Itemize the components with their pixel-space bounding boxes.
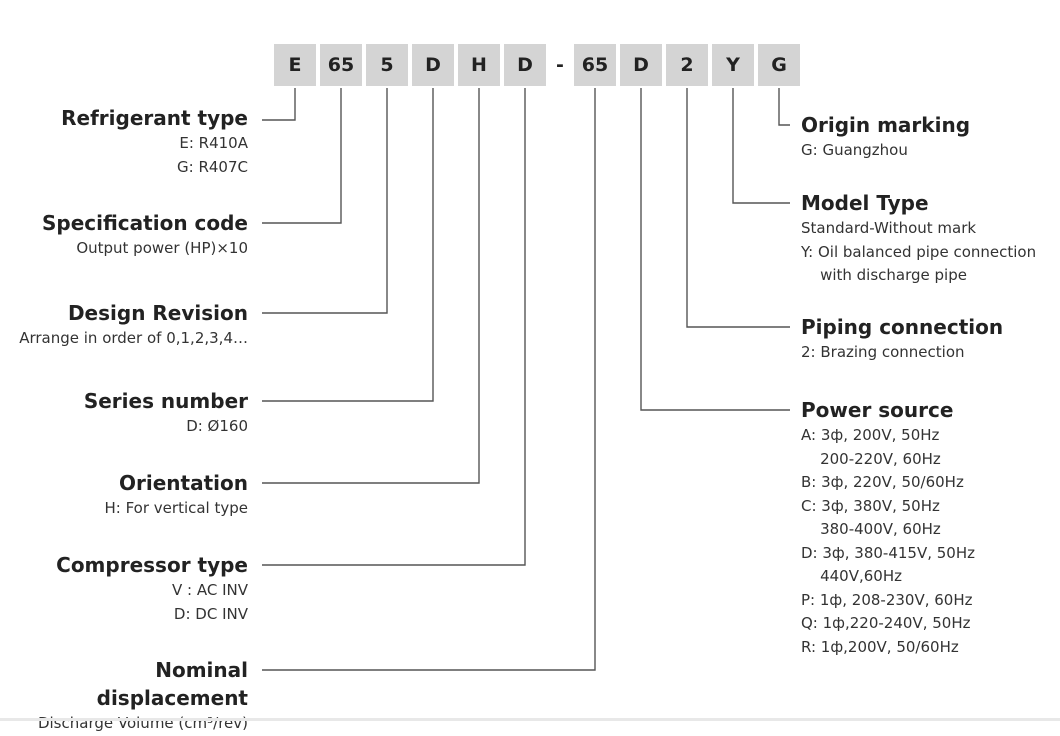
power-source-desc-10: R: 1ф,200V, 50/60Hz <box>801 637 959 656</box>
refrigerant-type-title: Refrigerant type <box>61 106 248 130</box>
power-source-desc-6: D: 3ф, 380-415V, 50Hz <box>801 543 975 562</box>
label-design-revision: Design Revision Arrange in order of 0,1,… <box>19 299 248 351</box>
connector-refrigerant <box>262 88 296 121</box>
power-source-desc-8: P: 1ф, 208-230V, 60Hz <box>801 590 973 609</box>
model-type-title: Model Type <box>801 191 929 215</box>
connector-displacement <box>262 88 596 671</box>
power-source-title: Power source <box>801 398 954 422</box>
label-specification-code: Specification code Output power (HP)×10 <box>42 209 248 261</box>
piping-connection-title: Piping connection <box>801 315 1004 339</box>
label-series-number: Series number D: Ø160 <box>84 387 248 439</box>
code-box-d-power: D <box>620 44 662 86</box>
model-type-desc-3: with discharge pipe <box>801 266 967 284</box>
series-number-title: Series number <box>83 389 248 413</box>
code-box-e: E <box>274 44 316 86</box>
connector-orientation <box>262 88 480 484</box>
connector-model-type <box>732 88 790 204</box>
connector-power <box>640 88 790 411</box>
specification-code-title: Specification code <box>41 211 248 235</box>
power-source-desc-9: Q: 1ф,220-240V, 50Hz <box>801 614 971 632</box>
connector-piping <box>686 88 790 328</box>
power-source-desc-1: A: 3ф, 200V, 50Hz <box>801 426 940 444</box>
orientation-title: Orientation <box>119 471 248 495</box>
bottom-divider <box>0 718 1060 721</box>
power-source-desc-5: 380-400V, 60Hz <box>801 520 941 538</box>
origin-marking-desc: G: Guangzhou <box>801 141 908 159</box>
piping-connection-desc: 2: Brazing connection <box>801 343 965 361</box>
label-refrigerant-type: Refrigerant type E: R410A G: R407C <box>61 104 248 179</box>
label-origin-marking: Origin marking G: Guangzhou <box>801 111 970 163</box>
series-number-desc: D: Ø160 <box>186 417 248 435</box>
label-piping-connection: Piping connection 2: Brazing connection <box>801 313 1003 365</box>
refrigerant-type-desc-1: E: R410A <box>179 134 248 152</box>
code-dash: - <box>556 54 564 76</box>
code-box-65-displacement: 65 <box>574 44 616 86</box>
design-revision-title: Design Revision <box>67 301 248 325</box>
code-box-d-compressor: D <box>504 44 546 86</box>
connector-compressor <box>262 88 526 566</box>
compressor-type-desc-1: V : AC INV <box>172 581 248 599</box>
code-box-y: Y <box>712 44 754 86</box>
code-box-65: 65 <box>320 44 362 86</box>
compressor-type-title: Compressor type <box>56 553 248 577</box>
code-box-d-series: D <box>412 44 454 86</box>
nominal-displacement-desc: Discharge Volume (cm³/rev) <box>37 714 248 732</box>
connector-specification <box>262 88 342 224</box>
connector-design-revision <box>262 88 388 314</box>
model-type-desc-1: Standard-Without mark <box>801 219 977 237</box>
power-source-desc-4: C: 3ф, 380V, 50Hz <box>801 496 940 515</box>
orientation-desc: H: For vertical type <box>104 499 248 517</box>
connector-lines <box>262 88 790 671</box>
power-source-desc-3: B: 3ф, 220V, 50/60Hz <box>801 473 964 491</box>
specification-code-desc: Output power (HP)×10 <box>76 239 248 257</box>
code-box-g: G <box>758 44 800 86</box>
compressor-type-desc-2: D: DC INV <box>173 604 248 623</box>
power-source-desc-2: 200-220V, 60Hz <box>801 449 941 468</box>
nominal-displacement-title: Nominal displacement <box>96 658 248 710</box>
connector-origin <box>778 88 790 126</box>
origin-marking-title: Origin marking <box>801 113 971 137</box>
refrigerant-type-desc-2: G: R407C <box>177 157 248 176</box>
model-code-row: E 65 5 D H D - 65 D 2 Y G <box>0 44 1060 86</box>
code-box-5: 5 <box>366 44 408 86</box>
code-box-2: 2 <box>666 44 708 86</box>
label-compressor-type: Compressor type V : AC INV D: DC INV <box>56 551 248 626</box>
code-box-h: H <box>458 44 500 86</box>
design-revision-desc: Arrange in order of 0,1,2,3,4… <box>19 329 248 347</box>
label-nominal-displacement: Nominal displacement Discharge Volume (c… <box>0 656 248 736</box>
label-model-type: Model Type Standard-Without mark Y: Oil … <box>801 189 1036 288</box>
label-power-source: Power source A: 3ф, 200V, 50Hz 200-220V,… <box>801 396 975 659</box>
connector-series <box>262 88 434 402</box>
label-orientation: Orientation H: For vertical type <box>104 469 248 521</box>
model-type-desc-2: Y: Oil balanced pipe connection <box>801 242 1037 261</box>
power-source-desc-7: 440V,60Hz <box>801 567 902 585</box>
